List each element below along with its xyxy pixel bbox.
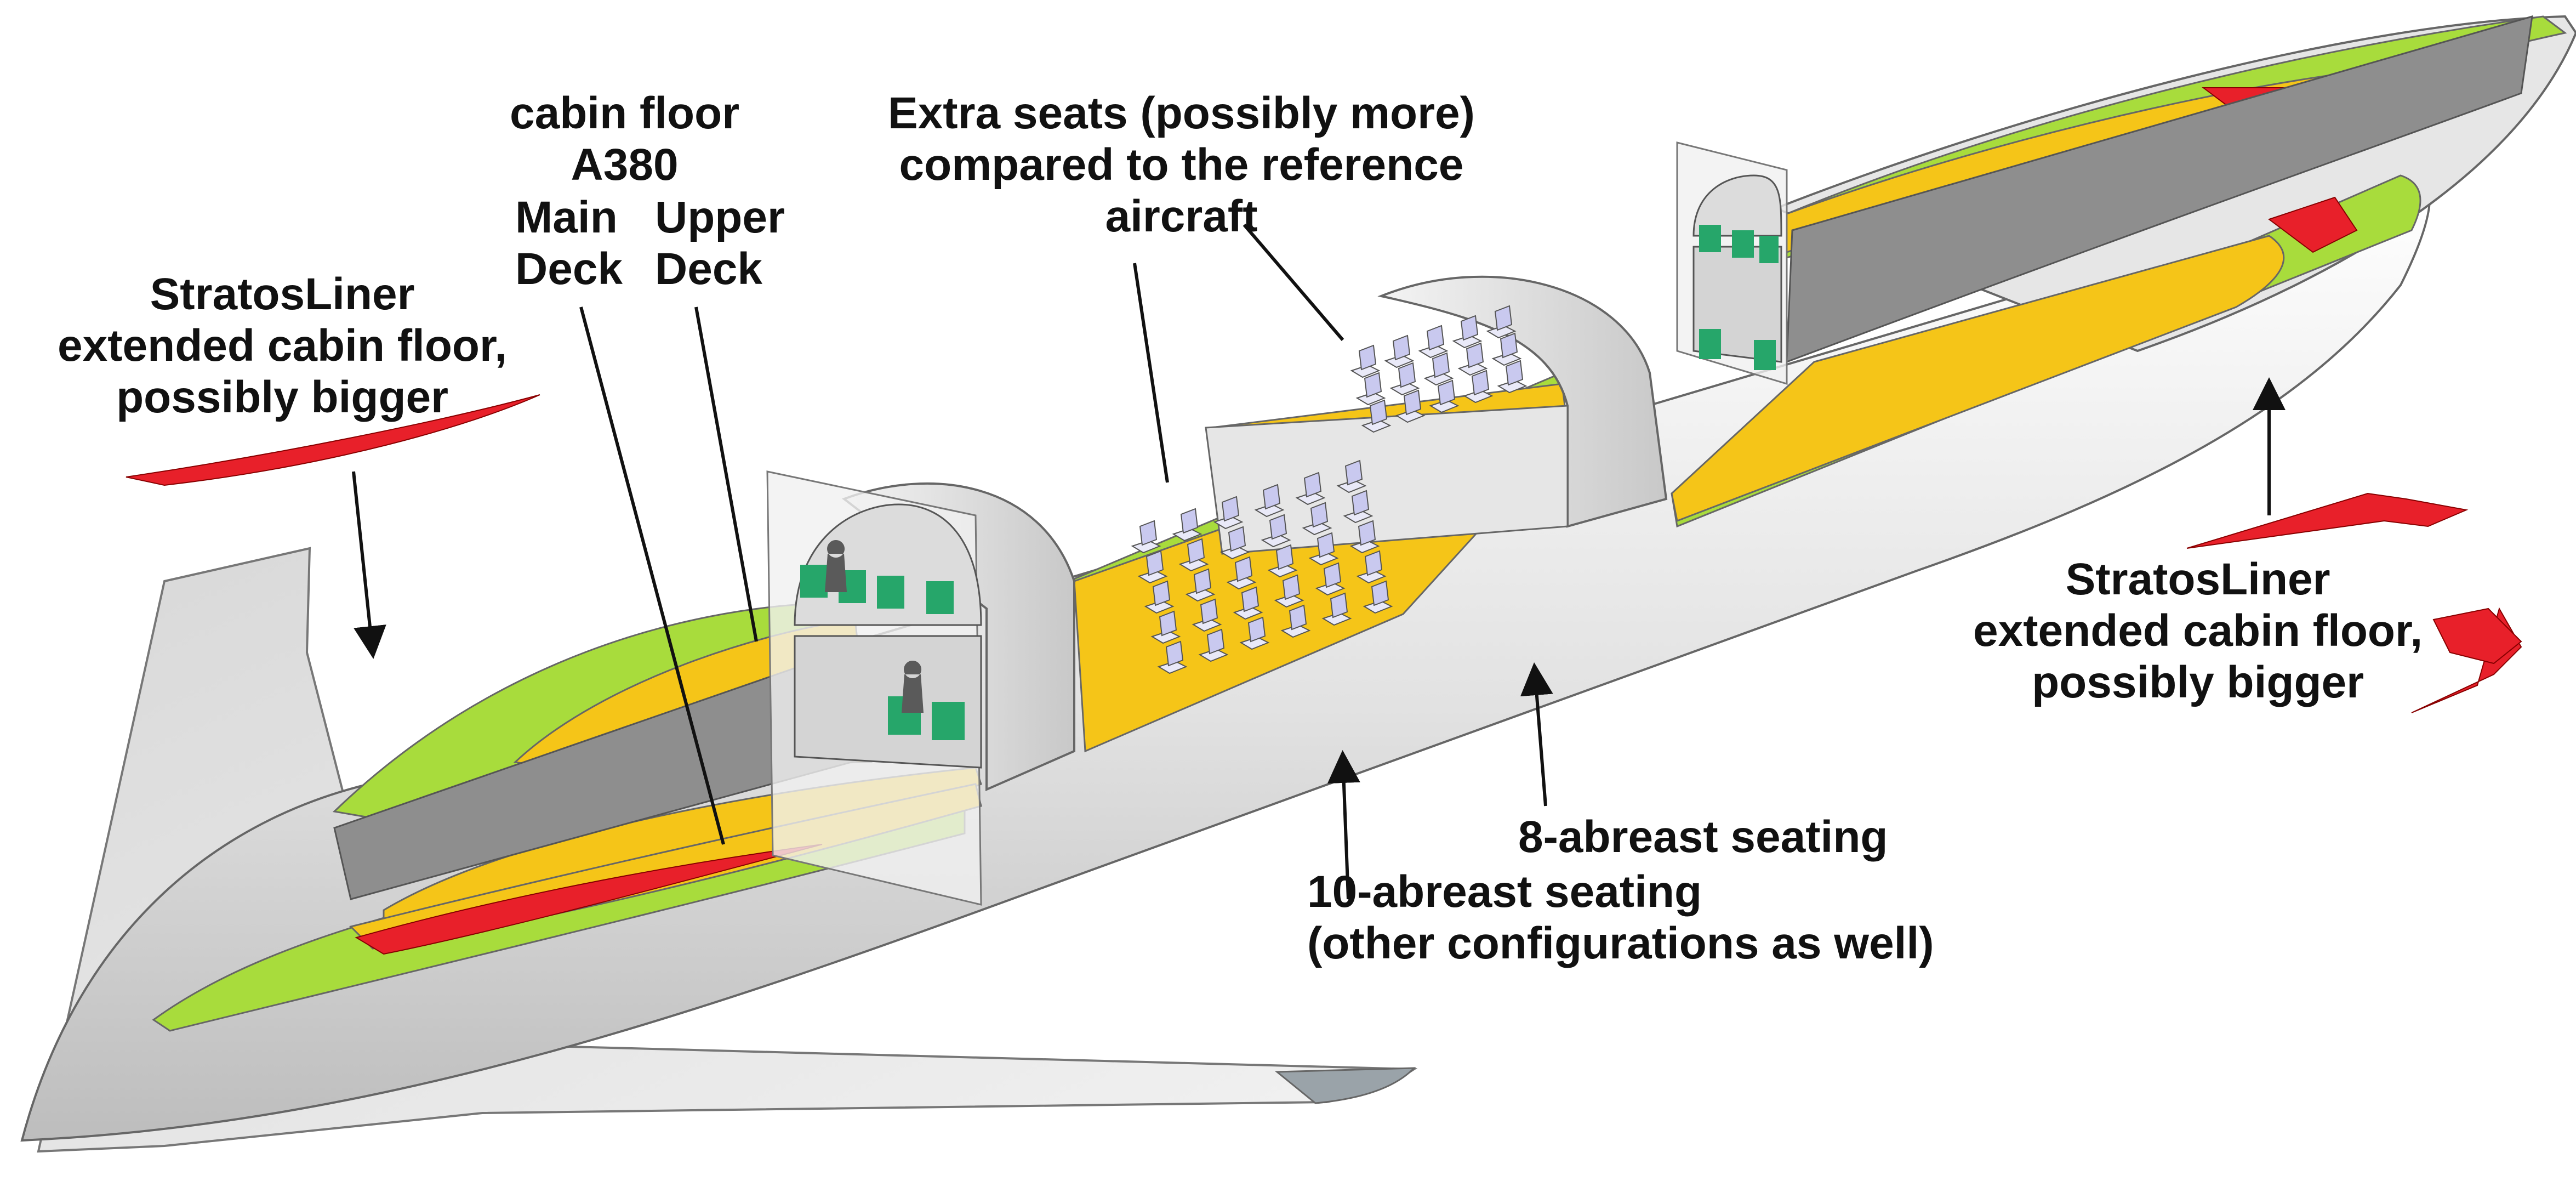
seat-icon — [1429, 379, 1460, 413]
seat-icon — [1274, 574, 1304, 608]
seat-icon — [1172, 508, 1202, 542]
seat-icon — [1144, 580, 1175, 614]
seat-icon — [1356, 550, 1387, 584]
arrow-icon — [1327, 750, 1360, 900]
cabin-cross-section-rear — [794, 503, 982, 769]
a380-floor-forward — [1671, 235, 2285, 523]
leader-upper-deck — [694, 306, 758, 642]
seat-icon — [1192, 598, 1222, 632]
seat-icon — [1363, 580, 1393, 614]
seat-icon — [800, 565, 828, 598]
seat-icon — [1150, 610, 1181, 644]
seat-icon — [932, 702, 965, 740]
leader-extra-seats-upper — [1243, 224, 1344, 341]
seat-icon — [1389, 362, 1420, 396]
seat-icon — [1463, 370, 1494, 404]
extended-floor-sample-right-curl — [2432, 607, 2522, 665]
passenger-silhouette-icon — [902, 661, 924, 713]
fuselage-section-rear — [841, 482, 1075, 792]
arrow-icon — [1520, 662, 1553, 807]
arrow-icon — [352, 471, 386, 659]
extended-floor-nose-b — [2267, 196, 2358, 253]
cut-face-forward — [1786, 15, 2533, 364]
fuselage-section-mid — [1377, 275, 1668, 528]
seat-icon — [1308, 532, 1339, 566]
fuselage-step-mid — [1205, 405, 1569, 555]
seat-icon — [1452, 315, 1483, 349]
extra-seats-upper-deck — [1350, 305, 1528, 433]
seat-icon — [1457, 342, 1488, 376]
seat-icon — [1157, 640, 1188, 674]
seat-icon — [877, 576, 904, 609]
seat-icon — [1349, 520, 1380, 554]
seat-icon — [1302, 502, 1332, 536]
cabin-cross-section-forward — [1692, 174, 1782, 370]
extended-floor-sample-left — [126, 394, 540, 486]
seat-icon — [1239, 616, 1270, 650]
label-stratosliner-left: StratosLiner extended cabin floor, possi… — [58, 269, 508, 422]
seat-icon — [1295, 472, 1326, 506]
seat-icon — [1198, 628, 1229, 662]
extended-floor-sample-right-top — [2186, 492, 2469, 549]
seat-icon — [1491, 332, 1522, 366]
leader-main-deck — [579, 306, 725, 845]
label-ten-abreast: 10-abreast seating (other configurations… — [1307, 867, 1934, 968]
seat-icon — [1350, 344, 1381, 378]
seat-icon — [1361, 399, 1392, 433]
seat-icon — [1137, 550, 1168, 584]
seat-icon — [1336, 459, 1367, 493]
wing-tip — [1274, 1067, 1416, 1104]
seat-icon — [1226, 556, 1257, 590]
seat-icon — [1423, 352, 1454, 386]
seat-icon — [1131, 520, 1161, 554]
seat-icon — [926, 581, 954, 614]
label-extra-seats: Extra seats (possibly more) compared to … — [888, 88, 1475, 241]
seat-icon — [1418, 325, 1449, 359]
seat-icon — [1384, 334, 1415, 368]
seat-icon — [1732, 230, 1754, 258]
seat-icon — [1321, 592, 1352, 626]
seat-icon — [1486, 305, 1517, 339]
seat-icon — [1254, 484, 1285, 518]
seat-icon — [1395, 389, 1426, 423]
seat-icon — [1233, 586, 1263, 620]
seat-icon — [1267, 544, 1298, 578]
label-main-deck: Main Deck — [515, 192, 623, 294]
seat-icon — [1185, 568, 1216, 602]
leader-extra-seats-main — [1133, 263, 1169, 483]
label-stratosliner-right: StratosLiner extended cabin floor, possi… — [1973, 554, 2423, 707]
extra-seats-main-deck — [1131, 459, 1393, 674]
seat-icon — [1355, 372, 1386, 406]
seat-icon — [1315, 562, 1346, 596]
seat-icon — [1280, 604, 1311, 638]
label-cabin-floor-a380: cabin floor A380 — [510, 88, 740, 190]
seat-icon — [1213, 496, 1244, 530]
seat-icon — [1754, 340, 1776, 370]
seat-icon — [1178, 538, 1209, 572]
label-upper-deck: Upper Deck — [655, 192, 785, 294]
seat-icon — [1219, 526, 1250, 560]
seat-icon — [1699, 329, 1721, 359]
seat-icon — [1343, 490, 1374, 524]
label-eight-abreast: 8-abreast seating — [1518, 812, 1888, 862]
seat-icon — [1261, 514, 1291, 548]
passenger-silhouette-icon — [825, 540, 847, 592]
seat-icon — [1497, 360, 1528, 394]
seat-icon — [1759, 236, 1779, 263]
seat-icon — [1699, 225, 1721, 252]
